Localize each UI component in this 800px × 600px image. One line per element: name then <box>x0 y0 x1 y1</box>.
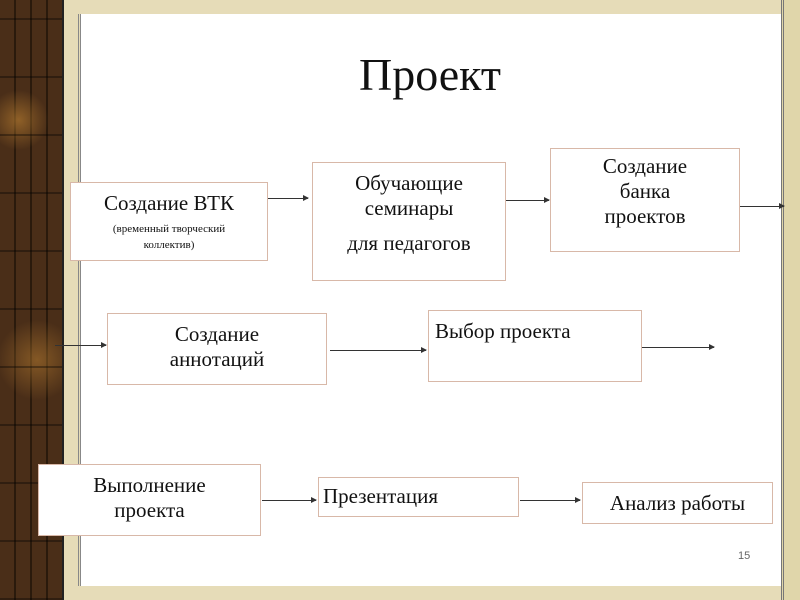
arrow-right <box>268 195 309 201</box>
box-label: Обучающие семинары <box>355 171 463 221</box>
box-project-choice: Выбор проекта <box>428 310 642 382</box>
right-frame <box>781 0 800 600</box>
frame-line <box>78 14 84 586</box>
arrow-right <box>642 344 715 350</box>
arrow-right <box>330 347 427 353</box>
box-create-vtk: Создание ВТК (временный творческий колле… <box>70 182 268 261</box>
arrow-right <box>740 203 785 209</box>
page-number: 15 <box>738 550 751 562</box>
left-frame <box>62 0 80 600</box>
arrow-right <box>55 342 107 348</box>
bottom-frame <box>78 586 781 600</box>
box-label: Создание банка проектов <box>602 154 688 229</box>
box-presentation: Презентация <box>318 477 519 517</box>
arrow-right <box>506 197 550 203</box>
arrow-right <box>262 497 317 503</box>
box-label: Анализ работы <box>609 491 746 515</box>
box-label: Презентация <box>323 484 438 508</box>
box-seminars: Обучающие семинары для педагогов <box>312 162 506 281</box>
arrow-right <box>520 497 581 503</box>
box-annotations: Создание аннотаций <box>107 313 327 385</box>
box-label: Выполнение проекта <box>93 473 206 523</box>
box-note: (временный творческий коллектив) <box>112 223 226 251</box>
box-label: Выбор проекта <box>435 319 571 343</box>
box-execution: Выполнение проекта <box>38 464 261 536</box>
box-label: Создание ВТК <box>103 191 235 215</box>
top-frame <box>78 0 781 14</box>
box-label: Создание аннотаций <box>169 322 265 372</box>
box-project-bank: Создание банка проектов <box>550 148 740 252</box>
box-label-2: для педагогов <box>347 231 471 256</box>
box-analysis: Анализ работы <box>582 482 773 524</box>
slide-title: Проект <box>358 49 502 100</box>
